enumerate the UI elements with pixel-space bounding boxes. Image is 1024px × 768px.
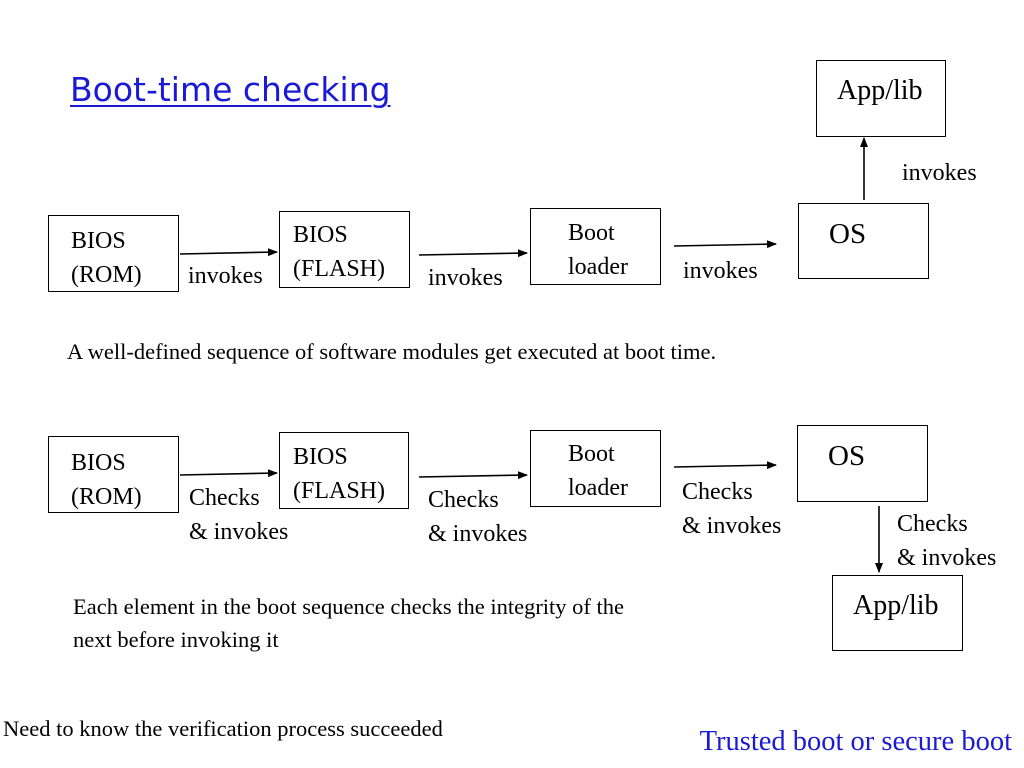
bottom-edge-label-4: Checks & invokes [897,511,997,571]
top-app-lib-box [816,60,946,137]
top-app-lib-label: App/lib [837,75,923,106]
arrow-bottom-bios-rom-to-bios-flash [179,469,278,478]
bottom-boot-loader-label: Boot loader [568,441,628,501]
top-edge-label-4: invokes [902,160,977,186]
arrow-top-boot-loader-to-os [673,240,777,249]
arrow-bottom-bios-flash-to-boot-loader [418,471,528,480]
bottom-os-label: OS [828,440,866,472]
arrow-top-bios-rom-to-bios-flash [179,248,278,257]
top-boot-loader-box [530,208,661,285]
footer-tagline: Trusted boot or secure boot [699,726,1012,757]
bottom-bios-rom-label: BIOS (ROM) [71,450,142,510]
bottom-edge-label-2: Checks & invokes [428,487,528,547]
bottom-os-box [797,425,928,502]
bottom-caption: Each element in the boot sequence checks… [73,594,625,652]
top-os-box [798,203,929,279]
top-caption: A well-defined sequence of software modu… [67,339,717,364]
top-os-label: OS [829,218,867,250]
bottom-bios-flash-box [279,432,409,509]
top-edge-label-1: invokes [188,263,263,289]
top-bios-rom-box [48,215,179,292]
bottom-bios-flash-label: BIOS (FLASH) [293,444,386,504]
arrow-bottom-boot-loader-to-os [673,461,777,470]
top-edge-label-3: invokes [683,258,758,284]
top-bios-flash-box [279,211,410,288]
bottom-edge-label-3: Checks & invokes [682,479,782,539]
bottom-app-lib-box [832,575,963,651]
top-edge-label-2: invokes [428,265,503,291]
footer-note: Need to know the verification process su… [3,716,443,741]
slide-title: Boot-time checking [70,70,391,109]
top-bios-rom-label: BIOS (ROM) [71,228,142,288]
bottom-edge-label-1: Checks & invokes [189,485,289,545]
top-boot-loader-label: Boot loader [568,220,628,280]
top-bios-flash-label: BIOS (FLASH) [293,222,386,282]
bottom-boot-loader-box [530,430,661,507]
arrow-top-bios-flash-to-boot-loader [418,249,528,258]
bottom-bios-rom-box [48,436,179,513]
bottom-app-lib-label: App/lib [853,590,939,621]
